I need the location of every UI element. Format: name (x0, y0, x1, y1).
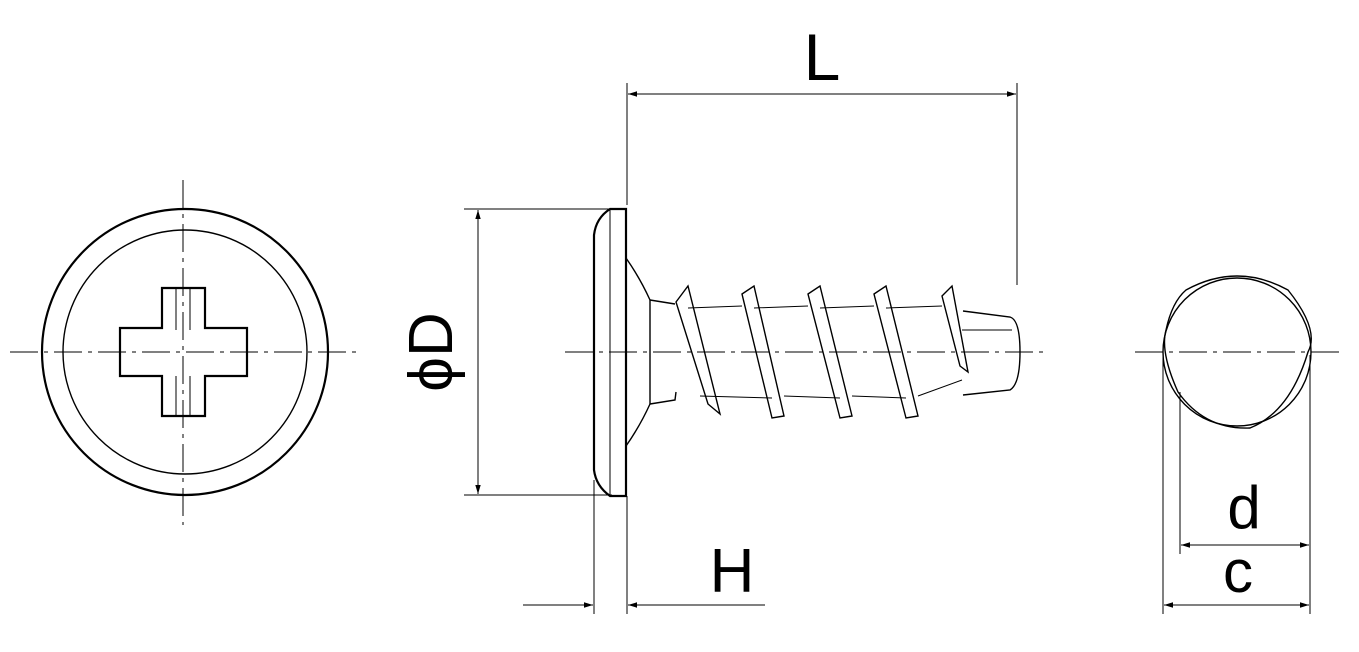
section-outer-circle (1162, 277, 1312, 427)
head-top-view (10, 180, 358, 525)
cross-section-view (1135, 275, 1345, 614)
head-outer-circle (40, 207, 330, 497)
phillips-recess (118, 286, 249, 418)
head-diameter-dimension (464, 208, 612, 496)
head-inner-circle (62, 229, 308, 475)
label-head-height: H (710, 537, 755, 606)
screw-tip (962, 310, 1021, 396)
head-height-dimension (523, 480, 765, 614)
trilobular-profile (1163, 275, 1312, 429)
screw-side-view (464, 83, 1048, 614)
underhead-fillet (625, 257, 651, 447)
thread-flights (675, 284, 1012, 419)
label-inner-diameter: d (1227, 474, 1260, 541)
label-head-diameter: ϕD (397, 312, 466, 392)
length-dimension (626, 83, 1018, 285)
shank-outline (649, 299, 677, 405)
recess-inner-lines (175, 288, 191, 416)
label-length: L (804, 20, 841, 94)
label-outer-diameter: c (1223, 538, 1253, 605)
